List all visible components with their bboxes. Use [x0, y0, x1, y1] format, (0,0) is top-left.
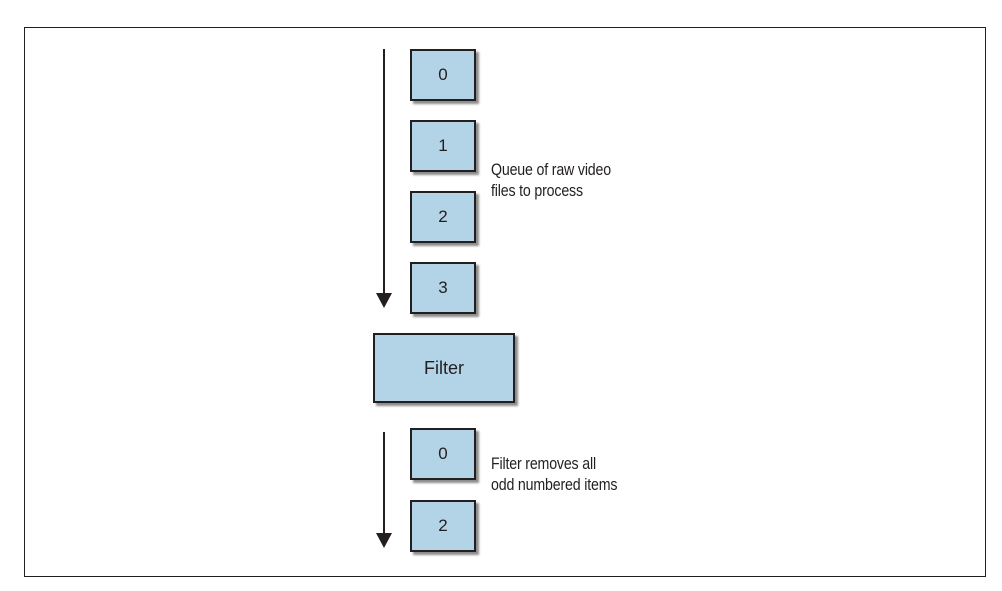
queue-note-line-2: files to process — [491, 182, 583, 200]
queue-note-line-1: Queue of raw video — [491, 161, 611, 179]
queue-item-label: 3 — [438, 278, 448, 297]
output-item-label: 2 — [438, 516, 448, 535]
queue-item-label: 2 — [438, 207, 448, 226]
diagram-frame — [24, 27, 986, 577]
filter-box: Filter — [373, 333, 515, 403]
filter-note: Filter removes all odd numbered items — [491, 454, 617, 496]
queue-item-label: 0 — [438, 65, 448, 84]
queue-item-label: 1 — [438, 136, 448, 155]
output-item-1: 2 — [410, 500, 476, 552]
filter-note-line-2: odd numbered items — [491, 476, 618, 494]
queue-item-1: 1 — [410, 120, 476, 172]
queue-item-3: 3 — [410, 262, 476, 314]
filter-note-line-1: Filter removes all — [491, 455, 596, 473]
output-item-label: 0 — [438, 444, 448, 463]
queue-item-0: 0 — [410, 49, 476, 101]
queue-note: Queue of raw video files to process — [491, 160, 611, 202]
output-item-0: 0 — [410, 428, 476, 480]
queue-item-2: 2 — [410, 191, 476, 243]
filter-label: Filter — [424, 357, 464, 378]
